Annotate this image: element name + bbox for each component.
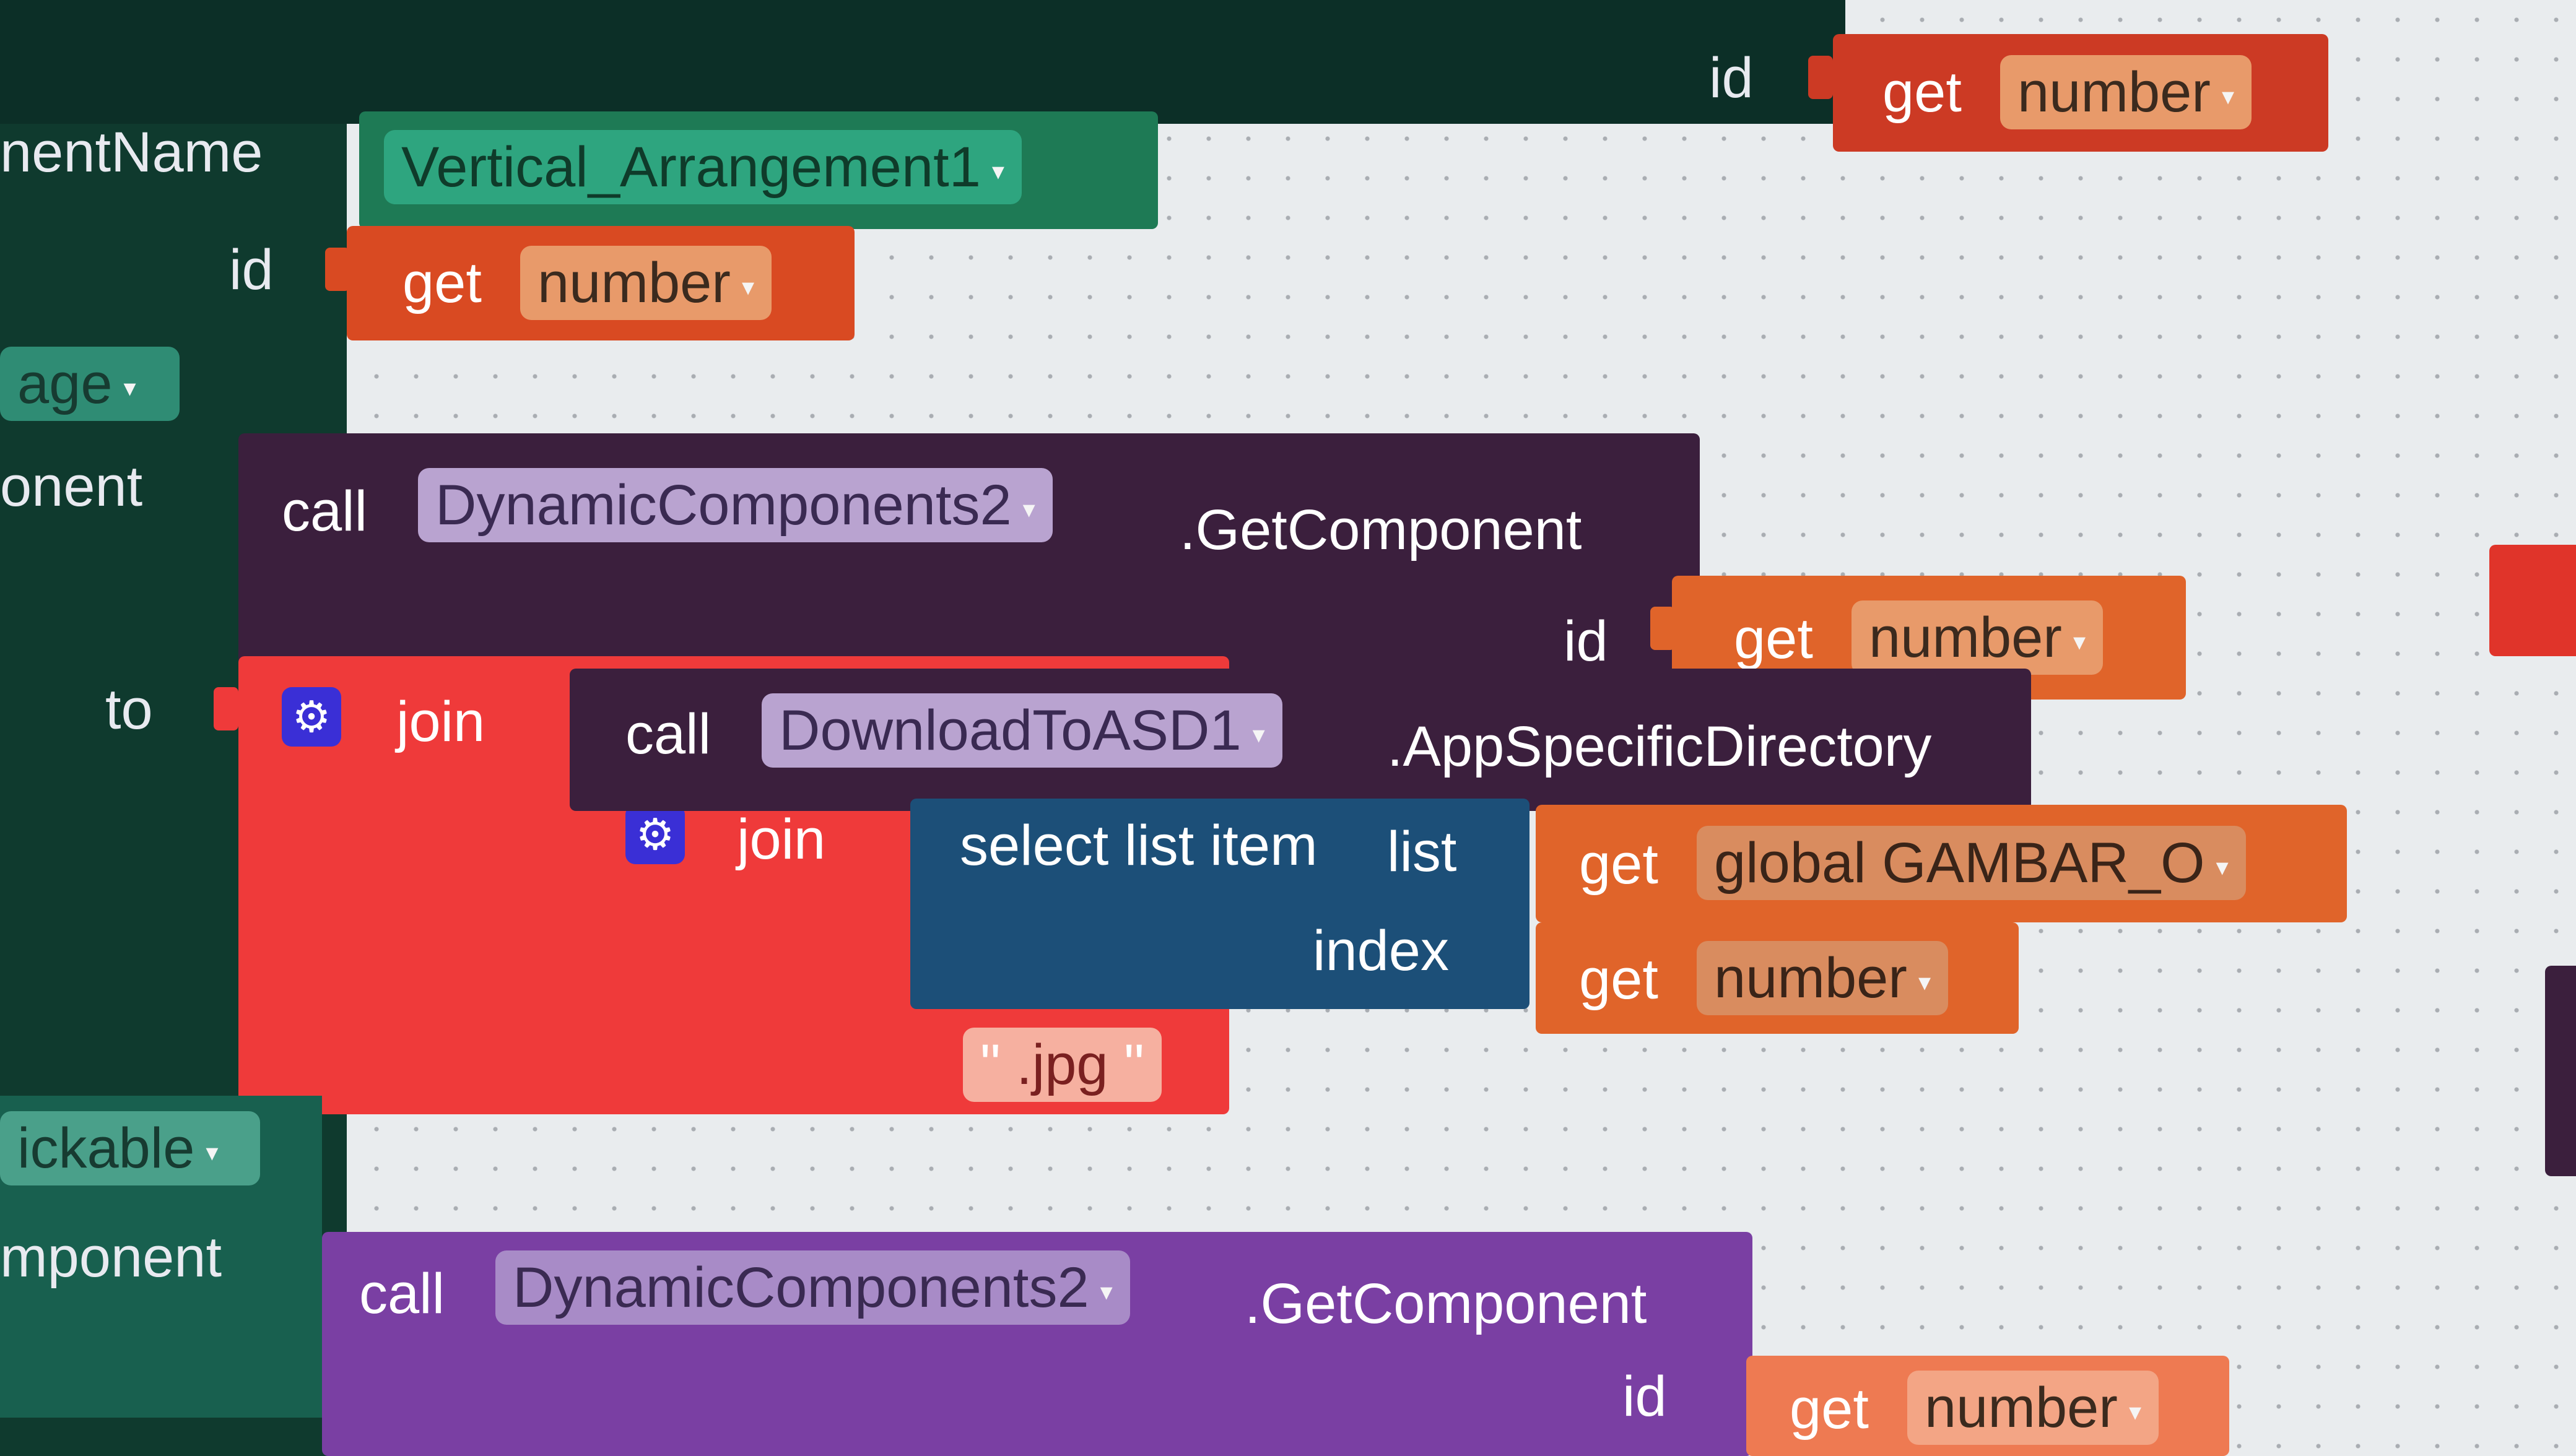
string-value: .jpg: [1016, 1033, 1108, 1096]
dropdown-arrow-icon: ▾: [1252, 721, 1265, 748]
row1-id-label: id: [229, 238, 274, 301]
partial-purple-block-edge[interactable]: [2545, 966, 2576, 1176]
component-dropdown[interactable]: DynamicComponents2 ▾: [495, 1250, 1130, 1325]
dropdown-arrow-icon: ▾: [2221, 82, 2235, 110]
get-label: get: [402, 251, 482, 314]
method-label: .GetComponent: [1245, 1272, 1647, 1335]
socket-tab: [214, 687, 238, 730]
get-global-gambar-block[interactable]: get global GAMBAR_O ▾: [1536, 805, 2347, 922]
dropdown-arrow-icon: ▾: [2216, 853, 2229, 881]
partial-red-block-edge[interactable]: [2489, 545, 2576, 656]
select-list-item-block[interactable]: select list item list index: [910, 799, 1530, 1009]
quote-close: ": [1108, 1033, 1144, 1096]
get-label: get: [1579, 948, 1658, 1011]
component-arg-label: mponent: [0, 1226, 222, 1289]
join-label: join: [396, 690, 485, 753]
dropdown-arrow-icon: ▾: [991, 157, 1004, 185]
call-label: call: [359, 1262, 445, 1325]
to-label: to: [105, 678, 153, 741]
dropdown-value: ickable: [17, 1117, 195, 1180]
method-label: .GetComponent: [1180, 498, 1582, 561]
dropdown-arrow-icon: ▾: [206, 1138, 219, 1166]
component-name: DynamicComponents2: [435, 474, 1012, 537]
component-dropdown[interactable]: Vertical_Arrangement1 ▾: [384, 130, 1022, 204]
socket-tab: [1650, 607, 1675, 650]
quote-open: ": [980, 1033, 1017, 1096]
get-label: get: [1790, 1377, 1869, 1441]
list-param-label: list: [1387, 820, 1457, 883]
index-get-number-block[interactable]: get number ▾: [1536, 922, 2019, 1034]
inner-join-label: join: [737, 808, 826, 871]
get-label: get: [1579, 833, 1658, 896]
dropdown-value: age: [17, 352, 113, 415]
left-dropdown-clickable[interactable]: ickable ▾: [0, 1111, 260, 1185]
call-label: call: [625, 703, 711, 766]
component-name: Vertical_Arrangement1: [401, 136, 981, 199]
dropdown-arrow-icon: ▾: [123, 374, 136, 402]
variable-dropdown[interactable]: number ▾: [1852, 600, 2104, 675]
variable-dropdown[interactable]: number ▾: [2000, 55, 2252, 129]
component-name-arg-label: nentName: [0, 121, 263, 184]
dropdown-arrow-icon: ▾: [2073, 628, 2086, 656]
call-get-component-block-2[interactable]: call DynamicComponents2 ▾ .GetComponent i…: [322, 1232, 1752, 1456]
dropdown-arrow-icon: ▾: [1022, 495, 1035, 523]
variable-dropdown[interactable]: global GAMBAR_O ▾: [1697, 826, 2246, 900]
dropdown-arrow-icon: ▾: [741, 273, 755, 301]
string-literal-jpg[interactable]: " .jpg ": [963, 1028, 1162, 1102]
top-id-label: id: [1709, 46, 1754, 110]
call-get-component-block[interactable]: call DynamicComponents2 ▾ .GetComponent i…: [238, 433, 1700, 673]
method-label: .AppSpecificDirectory: [1387, 715, 1932, 778]
socket-tab: [325, 248, 350, 291]
select-list-item-label: select list item: [960, 814, 1318, 877]
id-param-label: id: [1622, 1365, 1667, 1428]
id-param-label: id: [1564, 610, 1608, 673]
variable-dropdown[interactable]: number ▾: [520, 246, 772, 320]
dropdown-arrow-icon: ▾: [1100, 1278, 1113, 1306]
component-name: DownloadToASD1: [779, 699, 1242, 762]
component-dropdown[interactable]: DynamicComponents2 ▾: [418, 468, 1053, 542]
variable-dropdown[interactable]: number ▾: [1697, 941, 1949, 1015]
component-arg-label: onent: [0, 455, 143, 518]
row1-get-number-block[interactable]: get number ▾: [347, 226, 855, 340]
dropdown-arrow-icon: ▾: [1918, 968, 1931, 996]
left-dropdown-image[interactable]: age ▾: [0, 347, 180, 421]
mutator-gear-icon[interactable]: ⚙: [625, 805, 685, 864]
outer-set-block-top[interactable]: [0, 0, 1845, 124]
variable-name: number: [1869, 606, 2062, 669]
get-label: get: [1882, 61, 1962, 124]
top-get-number-block[interactable]: get number ▾: [1833, 34, 2328, 152]
mutator-gear-icon[interactable]: ⚙: [282, 687, 341, 747]
variable-name: number: [2017, 61, 2211, 124]
index-param-label: index: [1313, 919, 1449, 982]
call-app-specific-directory-block[interactable]: call DownloadToASD1 ▾ .AppSpecificDirecto…: [570, 669, 2031, 811]
component-name: DynamicComponents2: [513, 1256, 1089, 1319]
socket-tab: [1808, 56, 1833, 99]
get-label: get: [1734, 607, 1813, 670]
dropdown-arrow-icon: ▾: [2128, 1398, 2142, 1426]
row4-get-number-block[interactable]: get number ▾: [1746, 1356, 2229, 1456]
variable-name: global GAMBAR_O: [1714, 831, 2205, 895]
variable-name: number: [1714, 947, 1907, 1010]
row2-get-number-block[interactable]: get number ▾: [1672, 576, 2186, 700]
call-label: call: [282, 480, 368, 543]
variable-name: number: [1925, 1376, 2118, 1439]
variable-name: number: [537, 251, 731, 314]
component-block-vertical-arrangement[interactable]: Vertical_Arrangement1 ▾: [359, 111, 1158, 229]
component-dropdown[interactable]: DownloadToASD1 ▾: [762, 693, 1282, 768]
variable-dropdown[interactable]: number ▾: [1907, 1371, 2159, 1445]
